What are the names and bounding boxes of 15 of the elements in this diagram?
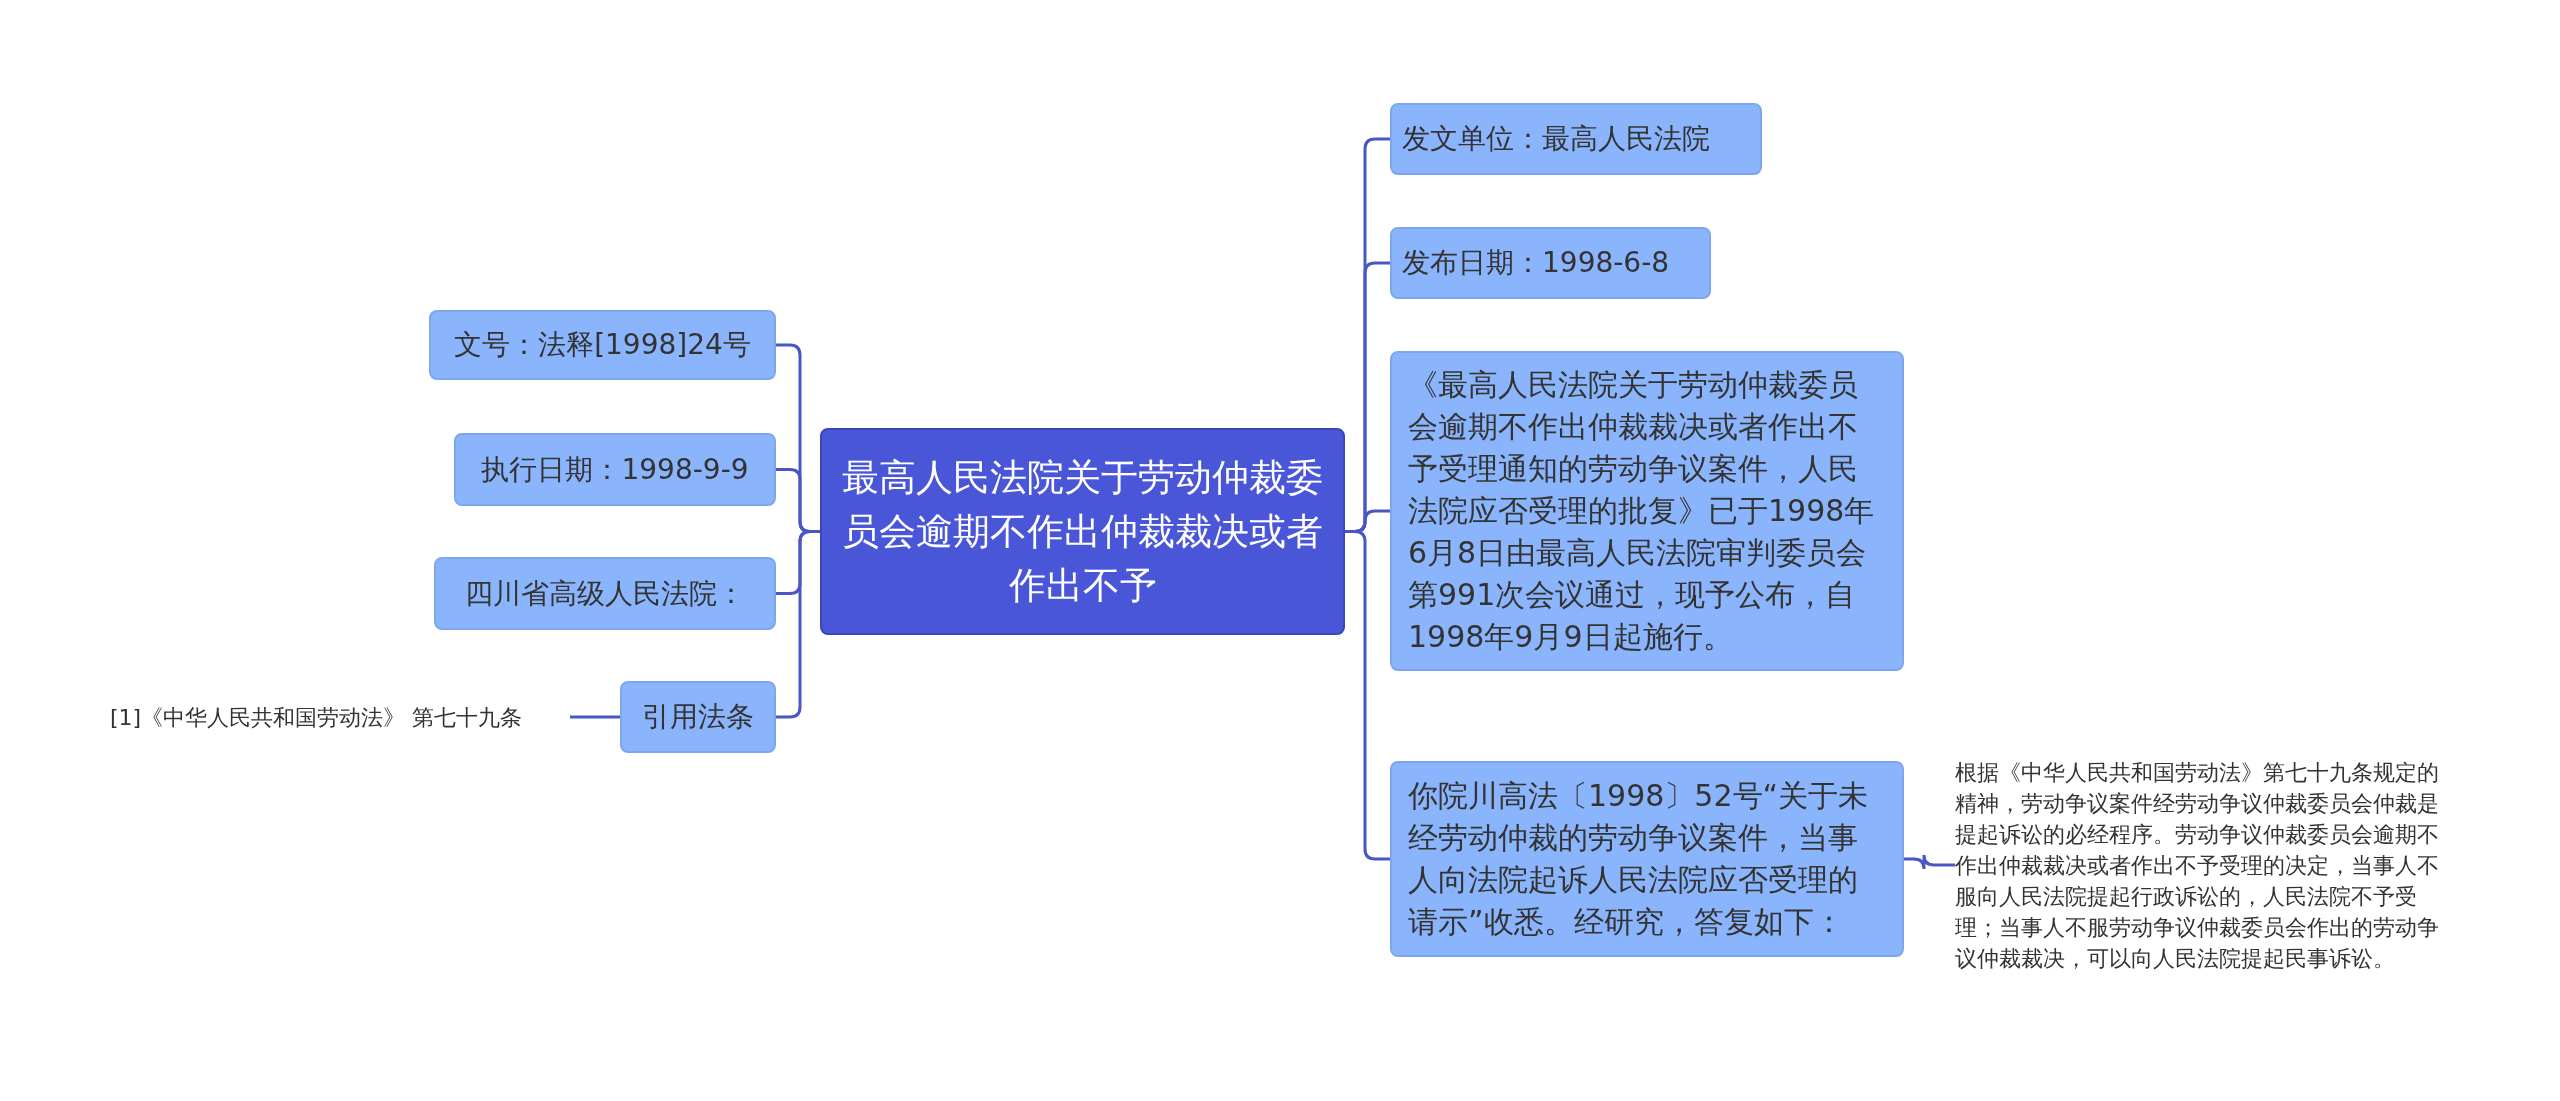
connector-line: [570, 715, 620, 719]
topic-box: 《最高人民法院关于劳动仲裁委员会逾期不作出仲裁裁决或者作出不予受理通知的劳动争议案件，人民法院应否受理的批复》已于1998年6月8日由最高人民法院审判委员会第991次会议通过，现予公布，自1998年9月9日起施行。: [1390, 351, 1904, 671]
connector-line: [776, 530, 820, 719]
connector-line: [1345, 530, 1390, 861]
topic-box: 发布日期：1998-6-8: [1390, 227, 1711, 299]
central-topic-box: 最高人民法院关于劳动仲裁委员会逾期不作出仲裁裁决或者作出不予: [820, 428, 1345, 635]
note-text: 根据《中华人民共和国劳动法》第七十九条规定的精神，劳动争议案件经劳动争议仲裁委员会仲裁是提起诉讼的必经程序。劳动争议仲裁委员会逾期不作出仲裁裁决或者作出不予受理的决定，当事人不服向人民法院提起行政诉讼的，人民法院不予受理；当事人不服劳动争议仲裁委员会作出的劳动争议仲裁裁决，可以向人民法院提起民事诉讼。: [1955, 738, 2455, 992]
topic-box: 发文单位：最高人民法院: [1390, 103, 1762, 175]
topic-box: 四川省高级人民法院：: [434, 557, 776, 630]
connector-line: [1904, 853, 1955, 871]
topic-box: 引用法条: [620, 681, 776, 753]
topic-box: 文号：法释[1998]24号: [429, 310, 776, 380]
note-text: [1]《中华人民共和国劳动法》 第七十九条: [110, 700, 570, 734]
topic-box: 执行日期：1998-9-9: [454, 433, 776, 506]
topic-box: 你院川高法〔1998〕52号“关于未经劳动仲裁的劳动争议案件，当事人向法院起诉人民法院应否受理的请示”收悉。经研究，答复如下：: [1390, 761, 1904, 957]
